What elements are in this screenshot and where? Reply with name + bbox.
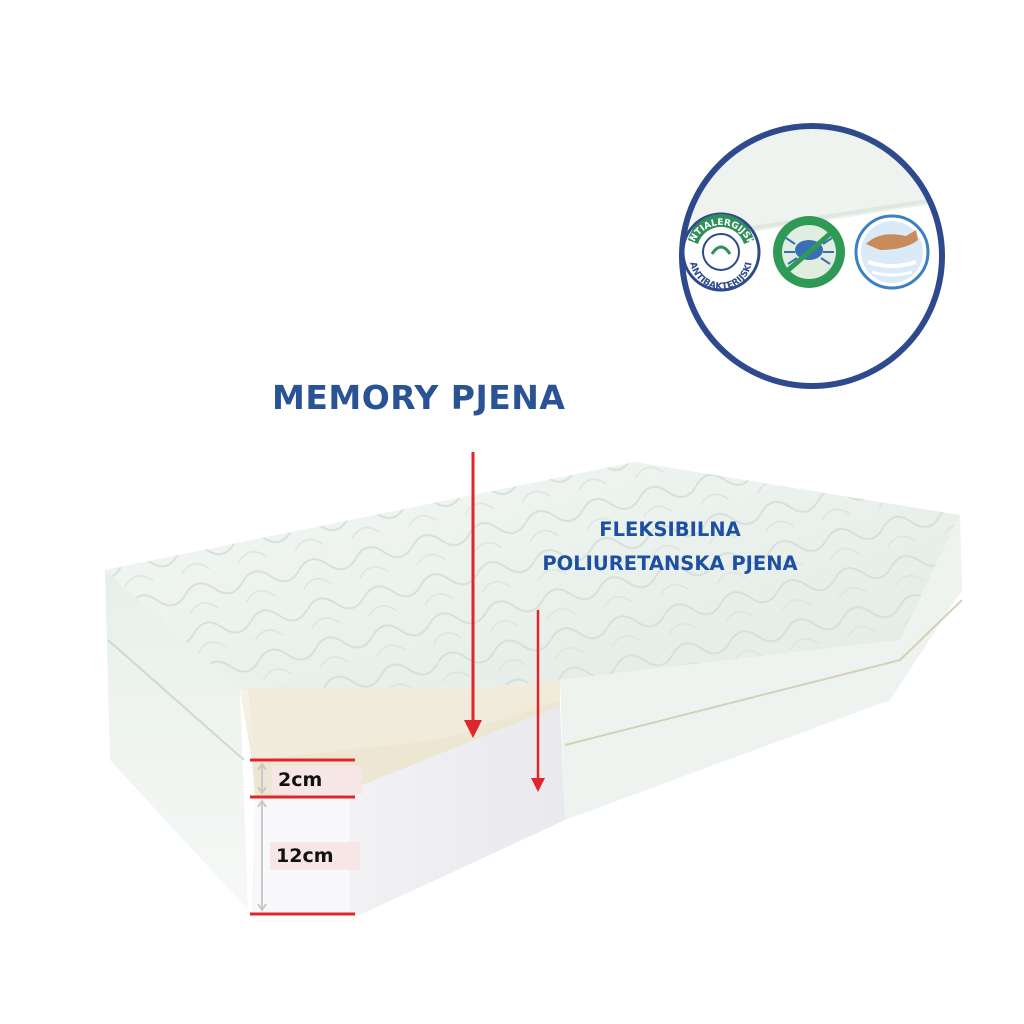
pu-foam-arrow	[531, 610, 545, 792]
dimension-markers	[250, 758, 355, 916]
top-layer-thickness: 2cm	[272, 766, 362, 794]
anti-mite-badge	[773, 216, 845, 288]
antiallergy-badge	[681, 212, 761, 292]
memory-foam-hand-badge	[854, 214, 930, 290]
mattress-top	[105, 462, 960, 700]
flexible-foam-label-line2: POLIURETANSKA PJENA	[542, 552, 798, 575]
flexible-foam-label: FLEKSIBILNA POLIURETANSKA PJENA	[514, 513, 826, 581]
bottom-layer-thickness: 12cm	[270, 842, 360, 870]
flexible-foam-label-line1: FLEKSIBILNA	[599, 518, 741, 541]
mattress-left-side	[105, 570, 248, 910]
memory-arrow	[464, 452, 482, 738]
zipper-seam-front	[564, 599, 963, 746]
memory-foam-label: MEMORY PJENA	[272, 378, 566, 417]
mattress-front-side	[560, 515, 962, 820]
zipper-seam-left	[107, 639, 245, 761]
